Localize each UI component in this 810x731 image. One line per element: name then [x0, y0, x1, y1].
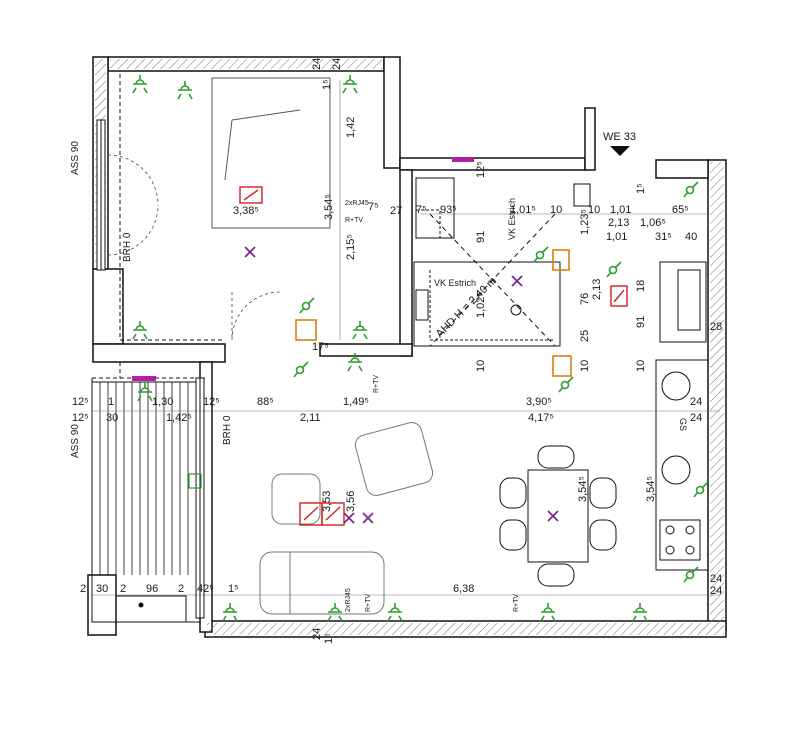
balcony [91, 381, 201, 623]
svg-text:30: 30 [96, 583, 108, 595]
label-rtv-4: R+TV [513, 594, 520, 612]
label-ass-top: ASS 90 [70, 141, 81, 175]
svg-text:1: 1 [108, 396, 114, 408]
svg-text:65⁵: 65⁵ [672, 204, 689, 216]
svg-text:12⁵: 12⁵ [475, 161, 487, 178]
svg-text:28: 28 [710, 321, 722, 333]
svg-text:10: 10 [635, 360, 647, 372]
svg-text:2,13: 2,13 [591, 279, 603, 300]
svg-text:6,38: 6,38 [453, 583, 474, 595]
svg-text:24: 24 [311, 58, 323, 70]
svg-text:10: 10 [475, 360, 487, 372]
dining-table [499, 445, 617, 587]
svg-text:88⁵: 88⁵ [257, 396, 274, 408]
living-furniture [259, 422, 434, 615]
svg-text:76: 76 [579, 293, 591, 305]
svg-text:24: 24 [710, 585, 722, 597]
svg-text:12⁵: 12⁵ [72, 412, 89, 424]
dimension-lines [92, 80, 720, 596]
svg-text:30: 30 [106, 412, 118, 424]
dimension-texts: 24 1⁵ 24 1,42 3,54⁵ 2,15⁵ 7⁵ 3,38⁵ 27 7⁵… [72, 58, 722, 644]
svg-text:1,01: 1,01 [610, 204, 631, 216]
svg-text:7⁵: 7⁵ [416, 204, 427, 216]
svg-text:3,56: 3,56 [345, 491, 357, 512]
svg-text:3,54⁵: 3,54⁵ [645, 476, 657, 502]
svg-text:3,38⁵: 3,38⁵ [233, 205, 259, 217]
svg-text:3,54⁵: 3,54⁵ [577, 476, 589, 502]
label-brh-left: BRH 0 [122, 232, 133, 262]
svg-text:1,02⁵: 1,02⁵ [475, 292, 487, 318]
svg-text:93⁵: 93⁵ [440, 204, 457, 216]
svg-text:10: 10 [588, 204, 600, 216]
label-vk-estrich-1: VK Estrich [434, 278, 476, 288]
svg-text:27: 27 [390, 205, 402, 217]
svg-text:96: 96 [146, 583, 158, 595]
label-rtv-3: R+TV [365, 594, 372, 612]
label-brh-mid: BRH 0 [222, 415, 233, 445]
svg-text:4,17⁵: 4,17⁵ [528, 412, 554, 424]
svg-text:40: 40 [685, 231, 697, 243]
svg-text:1,06⁵: 1,06⁵ [640, 217, 666, 229]
svg-text:1⁵: 1⁵ [321, 79, 333, 90]
svg-text:7⁵: 7⁵ [368, 201, 379, 213]
svg-text:12⁵: 12⁵ [72, 396, 89, 408]
svg-text:1,49⁵: 1,49⁵ [343, 396, 369, 408]
svg-text:10: 10 [579, 360, 591, 372]
svg-text:31⁵: 31⁵ [655, 231, 672, 243]
svg-text:3,90⁵: 3,90⁵ [526, 396, 552, 408]
windows [96, 119, 205, 619]
svg-text:1,01⁵: 1,01⁵ [510, 204, 536, 216]
svg-text:24: 24 [690, 412, 702, 424]
doors [107, 154, 281, 341]
svg-text:1,42: 1,42 [345, 117, 357, 138]
svg-text:91: 91 [475, 231, 487, 243]
label-rtv-2: R+TV [373, 375, 380, 393]
entrance-marker: WE 33 [603, 131, 636, 156]
svg-text:2: 2 [120, 583, 126, 595]
svg-text:2: 2 [80, 583, 86, 595]
svg-text:1,42⁵: 1,42⁵ [166, 412, 192, 424]
svg-text:3,53: 3,53 [321, 491, 333, 512]
svg-text:91: 91 [635, 316, 647, 328]
exterior-walls [87, 56, 727, 638]
label-rj45-1: 2xRJ45 [345, 200, 369, 207]
svg-text:24: 24 [690, 396, 702, 408]
bathroom-fixtures [413, 177, 591, 347]
svg-text:25: 25 [579, 330, 591, 342]
svg-text:2,15⁵: 2,15⁵ [345, 234, 357, 260]
label-gs: GS [678, 418, 688, 431]
shower [659, 261, 707, 343]
svg-text:17⁵: 17⁵ [312, 341, 329, 353]
svg-text:12⁵: 12⁵ [203, 396, 220, 408]
junction-boxes [295, 249, 572, 377]
svg-text:18: 18 [635, 280, 647, 292]
bed [211, 77, 331, 229]
label-ass-bottom: ASS 90 [70, 424, 81, 458]
svg-text:2: 2 [178, 583, 184, 595]
label-rj45-2: 2xRJ45 [345, 588, 352, 612]
svg-text:1,01: 1,01 [606, 231, 627, 243]
svg-text:1⁵: 1⁵ [323, 633, 335, 644]
svg-text:24: 24 [311, 628, 323, 640]
svg-text:24: 24 [710, 573, 722, 585]
svg-text:2,11: 2,11 [300, 412, 321, 424]
label-vk-estrich-2: VK Estrich [507, 198, 517, 240]
svg-text:WE 33: WE 33 [603, 131, 636, 143]
svg-text:24: 24 [331, 58, 343, 70]
smoke-detectors [239, 186, 628, 526]
svg-text:1,30: 1,30 [152, 396, 173, 408]
label-rtv-1: R+TV [345, 217, 363, 224]
svg-text:42⁵: 42⁵ [197, 583, 214, 595]
svg-text:1,23⁵: 1,23⁵ [579, 209, 591, 235]
svg-text:1⁵: 1⁵ [635, 183, 647, 194]
heaters [132, 157, 474, 381]
svg-text:1⁵: 1⁵ [228, 583, 239, 595]
svg-text:10: 10 [550, 204, 562, 216]
svg-text:3,54⁵: 3,54⁵ [323, 194, 335, 220]
distribution-box [188, 473, 202, 489]
kitchen [655, 359, 709, 571]
svg-text:2,13: 2,13 [608, 217, 629, 229]
